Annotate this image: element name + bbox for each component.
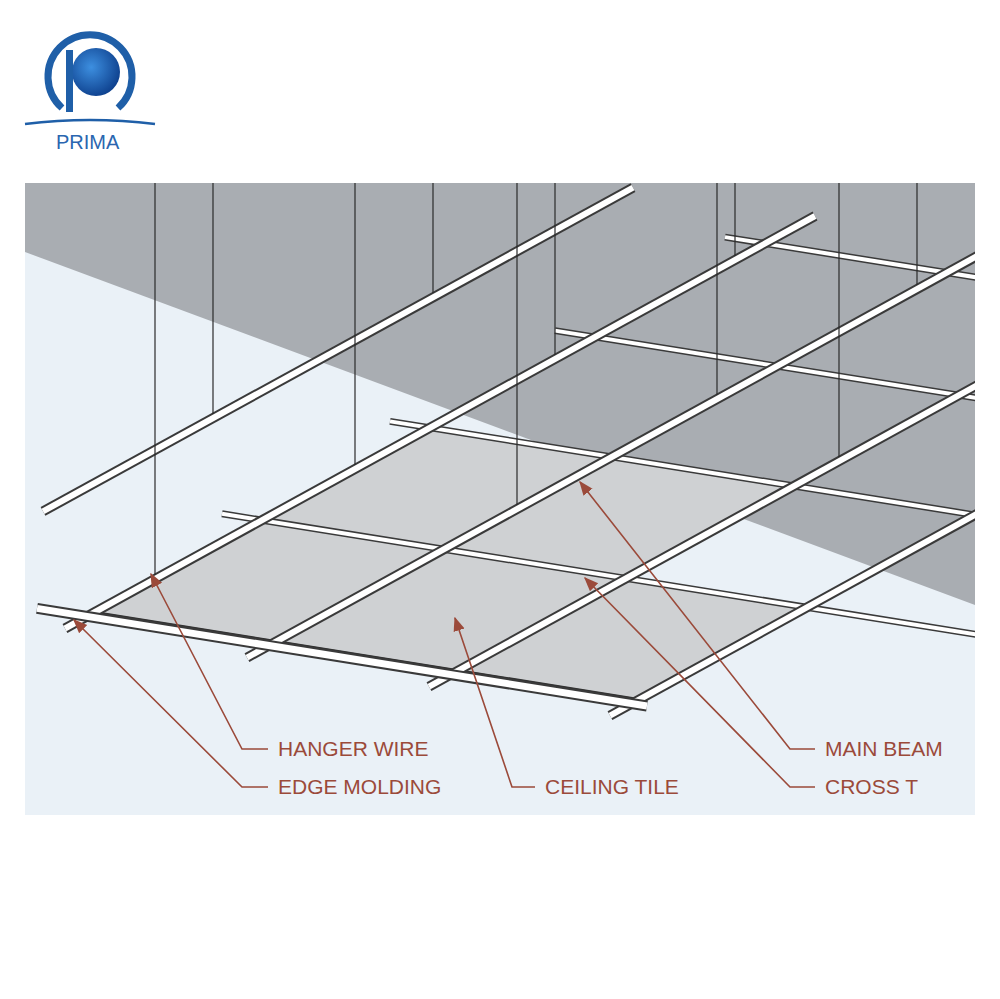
edge-molding (37, 608, 647, 706)
edge-molding (37, 608, 647, 706)
part-name: MAIN BEAM (825, 737, 943, 761)
main-beam (429, 274, 975, 687)
logo-swoosh (25, 120, 155, 124)
main-beam (65, 216, 815, 629)
main-beam (43, 188, 633, 512)
part-name: HANGER WIRE (278, 737, 429, 761)
hanger-wire (432, 183, 433, 293)
hanger-wire (734, 183, 735, 256)
logo-ball (72, 48, 120, 96)
cross-tee (725, 237, 975, 365)
main-beam (65, 216, 815, 629)
main-beam (610, 303, 975, 716)
main-beam (429, 274, 975, 687)
room-background (25, 183, 975, 815)
main-beam (610, 303, 975, 716)
hanger-wire (838, 183, 839, 457)
leader-line (151, 574, 268, 749)
cross-tee (555, 331, 975, 459)
leader-line (74, 620, 268, 787)
cross-tee (555, 331, 975, 459)
main-beam (43, 188, 633, 512)
logo (25, 35, 155, 124)
leader-line (455, 618, 535, 787)
logo-bar (66, 50, 73, 112)
hanger-wire (516, 183, 517, 505)
hanger-wire (212, 183, 213, 414)
part-name: CEILING TILE (545, 775, 679, 799)
leader-line (580, 482, 815, 749)
cross-tee (725, 237, 975, 365)
logo-text: PRIMA (56, 131, 119, 154)
part-name: EDGE MOLDING (278, 775, 441, 799)
hanger-wire (154, 183, 155, 575)
part-name: CROSS T (825, 775, 918, 799)
leader-line (585, 578, 815, 787)
hanger-wire (716, 183, 717, 395)
hanger-wire (554, 183, 555, 355)
hanger-wire (354, 183, 355, 465)
hanger-wire (916, 183, 917, 285)
logo-ring (48, 35, 132, 108)
